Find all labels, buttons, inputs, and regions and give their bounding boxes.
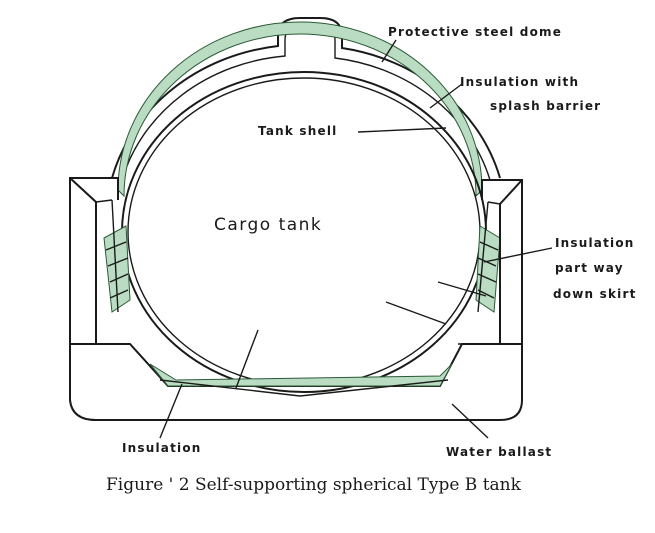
leader-skirt	[483, 247, 553, 263]
figure-caption: Figure ' 2 Self-supporting spherical Typ…	[106, 475, 522, 495]
label-water-ballast: Water ballast	[446, 445, 552, 459]
label-insulation-skirt-2: part way	[555, 261, 624, 275]
bottom-insulation-line	[159, 379, 449, 397]
leader-skirt-2	[437, 281, 487, 297]
bottom-insulation	[149, 363, 453, 387]
label-protective-dome: Protective steel dome	[388, 25, 562, 39]
leader-water-ballast	[451, 403, 489, 439]
leader-dome	[381, 39, 397, 63]
label-insulation-bottom: Insulation	[122, 441, 202, 455]
label-insulation-skirt-1: Insulation	[555, 236, 635, 250]
label-insulation-skirt-3: down skirt	[553, 287, 637, 301]
double-bottom-hull	[69, 344, 523, 421]
leader-skirt-3	[385, 301, 447, 325]
leader-insulation-bottom	[159, 383, 183, 439]
leader-shell	[357, 127, 447, 133]
left-skirt-insulation-hatch	[105, 241, 129, 299]
label-tank-shell: Tank shell	[258, 124, 338, 138]
label-insulation-splash-2: splash barrier	[490, 99, 601, 113]
leader-splash	[429, 83, 463, 109]
label-insulation-splash-1: Insulation with	[460, 75, 579, 89]
insulation-splash-barrier	[117, 21, 483, 198]
leader-cargo	[235, 329, 259, 389]
dome-inner-line	[121, 25, 491, 181]
label-cargo-tank: Cargo tank	[214, 215, 322, 235]
